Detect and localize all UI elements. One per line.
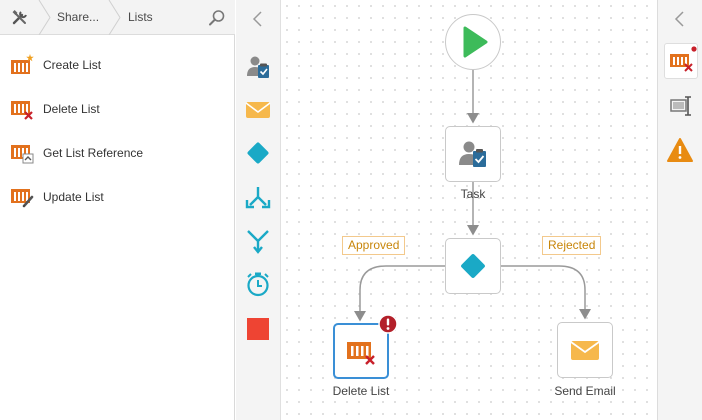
action-label: Create List xyxy=(43,58,102,72)
search-icon[interactable] xyxy=(207,8,227,28)
delete-list-settings-icon[interactable] xyxy=(664,43,698,79)
chevron-left-icon[interactable] xyxy=(670,9,690,29)
start-node[interactable] xyxy=(445,14,501,70)
task-icon xyxy=(459,141,486,167)
action-update-list[interactable]: Update List xyxy=(0,175,235,219)
delete-list-node-label: Delete List xyxy=(332,384,390,398)
delete-list-icon xyxy=(347,342,375,365)
send-email-node-label: Send Email xyxy=(554,384,616,398)
actions-panel: Share... Lists Create List xyxy=(0,0,235,420)
branch-approved-label: Approved xyxy=(342,236,406,255)
delete-list-icon xyxy=(10,97,34,121)
delete-list-node[interactable] xyxy=(333,323,389,379)
breadcrumb-separator xyxy=(108,0,121,35)
stop-icon[interactable] xyxy=(245,316,271,342)
action-create-list[interactable]: Create List xyxy=(0,43,235,87)
decision-icon xyxy=(461,254,485,278)
breadcrumb-item-lists[interactable]: Lists xyxy=(128,10,153,24)
get-list-reference-icon xyxy=(10,141,34,165)
action-label: Get List Reference xyxy=(43,146,144,160)
timer-icon[interactable] xyxy=(245,271,271,297)
properties-panel xyxy=(657,0,702,420)
task-node[interactable] xyxy=(445,126,501,182)
branch-rejected-label: Rejected xyxy=(542,236,602,255)
action-delete-list[interactable]: Delete List xyxy=(0,87,235,131)
workflow-canvas[interactable]: Task Approved Rejected Delete List xyxy=(281,0,657,420)
breadcrumb-item-share[interactable]: Share... xyxy=(57,10,100,24)
task-icon[interactable] xyxy=(245,54,271,80)
decision-node[interactable] xyxy=(445,238,501,294)
breadcrumb: Share... Lists xyxy=(0,0,235,35)
email-icon[interactable] xyxy=(245,97,271,123)
chevron-left-icon[interactable] xyxy=(248,9,268,29)
error-icon[interactable] xyxy=(378,314,398,334)
split-icon[interactable] xyxy=(245,184,271,210)
toolbox xyxy=(236,0,281,420)
warning-icon[interactable] xyxy=(664,133,698,169)
email-icon xyxy=(570,341,600,360)
update-list-icon xyxy=(10,185,34,209)
workflow-connectors xyxy=(354,70,591,322)
action-label: Update List xyxy=(43,190,104,204)
action-get-list-reference[interactable]: Get List Reference xyxy=(0,131,235,175)
action-label: Delete List xyxy=(43,102,100,116)
create-list-icon xyxy=(10,53,34,77)
tools-icon[interactable] xyxy=(10,8,30,28)
play-icon xyxy=(463,26,488,58)
decision-icon[interactable] xyxy=(245,140,271,166)
task-node-label: Task xyxy=(460,187,486,201)
properties-icon[interactable] xyxy=(664,89,698,125)
send-email-node[interactable] xyxy=(557,322,613,378)
merge-icon[interactable] xyxy=(245,228,271,254)
breadcrumb-separator xyxy=(38,0,51,35)
